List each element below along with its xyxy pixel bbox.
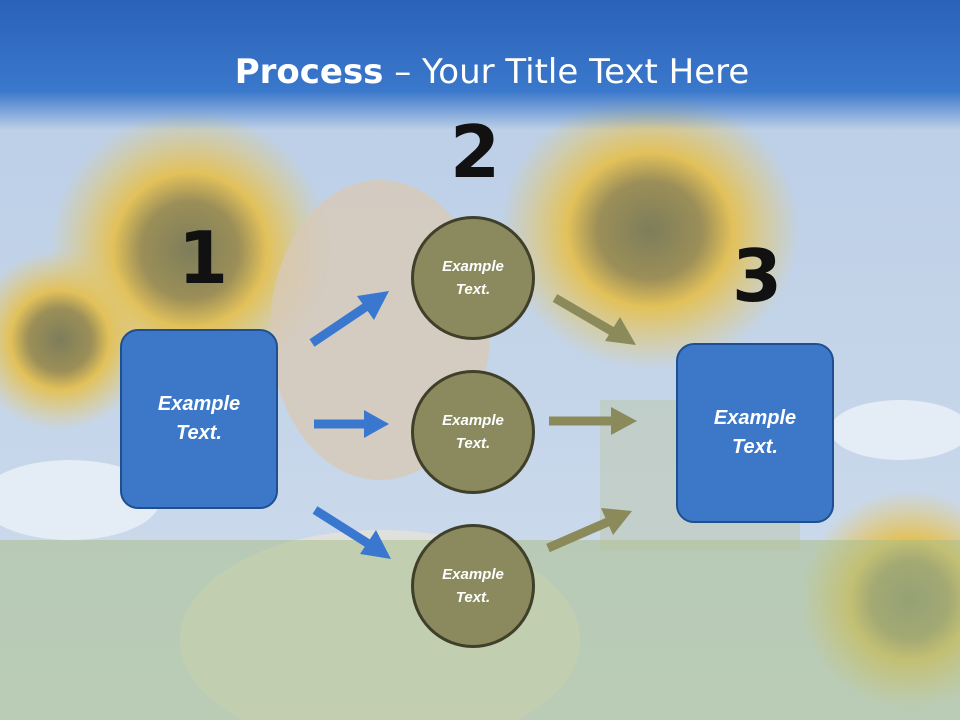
title-bold: Process xyxy=(234,52,384,92)
right-box-line1: Example xyxy=(713,407,797,429)
arrow-blue-right xyxy=(314,410,389,438)
circle-2-line1: Example xyxy=(442,412,504,429)
title-rest: – Your Title Text Here xyxy=(383,52,750,92)
circle-3-line2: Text. xyxy=(455,589,491,606)
circle-3-line1: Example xyxy=(442,566,504,583)
left-box-line2: Text. xyxy=(176,422,222,444)
arrow-olive-down xyxy=(552,294,636,345)
step-number-2: 2 xyxy=(450,110,501,194)
left-box-line1: Example xyxy=(157,393,241,415)
arrow-olive-up xyxy=(546,508,632,553)
title-bar: Process – Your Title Text Here xyxy=(0,0,960,130)
circle-1-line1: Example xyxy=(442,258,504,275)
arrow-olive-right xyxy=(549,407,637,435)
circle-1-line2: Text. xyxy=(455,281,491,298)
circle-2-line2: Text. xyxy=(455,435,491,452)
right-box-line2: Text. xyxy=(732,436,778,458)
arrow-blue-up xyxy=(309,291,389,347)
arrow-blue-down xyxy=(312,506,391,559)
step-number-1: 1 xyxy=(178,216,229,300)
step-number-3: 3 xyxy=(732,234,783,318)
slide-title: Process – Your Title Text Here xyxy=(0,52,960,92)
